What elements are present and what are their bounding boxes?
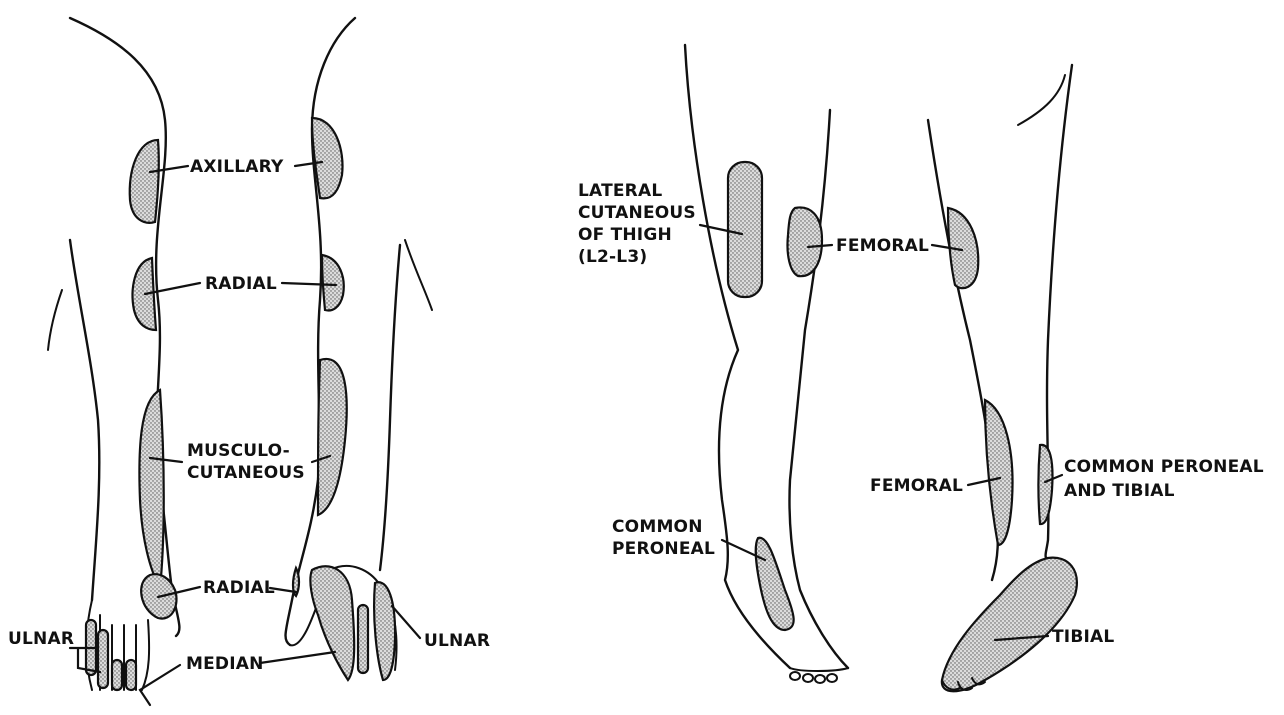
left-finger-zone-3 bbox=[112, 660, 122, 690]
label-peroneal-tibial-1: COMMON PERONEAL bbox=[1064, 457, 1264, 477]
label-lateral-1: LATERAL bbox=[578, 181, 662, 201]
label-femoral-thigh: FEMORAL bbox=[836, 236, 929, 256]
musculocutaneous-zone-right bbox=[318, 359, 347, 515]
label-lateral-3: OF THIGH bbox=[578, 225, 672, 245]
label-musculocutaneous-1: MUSCULO- bbox=[187, 441, 290, 461]
label-lateral-4: (L2-L3) bbox=[578, 247, 647, 267]
label-lateral-2: CUTANEOUS bbox=[578, 203, 696, 223]
left-toe-4 bbox=[827, 674, 837, 682]
label-axillary: AXILLARY bbox=[190, 157, 284, 177]
label-radial-upper: RADIAL bbox=[205, 274, 277, 294]
lower-limb-figure: LATERAL CUTANEOUS OF THIGH (L2-L3) FEMOR… bbox=[578, 45, 1264, 691]
left-foot bbox=[790, 668, 848, 671]
label-ulnar-left: ULNAR bbox=[8, 629, 74, 649]
label-radial-hand: RADIAL bbox=[203, 578, 275, 598]
radial-zone-right bbox=[322, 255, 344, 310]
median-finger-zone bbox=[358, 605, 368, 673]
common-peroneal-zone bbox=[756, 538, 794, 630]
axillary-zone-left bbox=[130, 140, 159, 223]
common-peroneal-tibial-zone bbox=[1039, 445, 1053, 524]
median-leader-right bbox=[260, 652, 335, 663]
femoral-leg-zone bbox=[985, 400, 1013, 545]
left-trunk-line bbox=[48, 290, 62, 350]
left-toe-2 bbox=[803, 674, 813, 682]
musculocutaneous-zone-left bbox=[139, 390, 163, 588]
label-femoral-leg: FEMORAL bbox=[870, 476, 963, 496]
femoral-thigh-zone-left bbox=[787, 207, 822, 276]
median-leader-left bbox=[140, 665, 180, 705]
right-arm-outline-outer bbox=[380, 245, 400, 570]
right-leg-outline-inner bbox=[928, 120, 998, 580]
label-common-peroneal-2: PERONEAL bbox=[612, 539, 715, 559]
median-zone-right bbox=[310, 566, 354, 680]
label-median: MEDIAN bbox=[186, 654, 264, 674]
label-common-peroneal-1: COMMON bbox=[612, 517, 703, 537]
label-peroneal-tibial-2: AND TIBIAL bbox=[1064, 481, 1175, 501]
label-musculocutaneous-2: CUTANEOUS bbox=[187, 463, 305, 483]
left-toe-3 bbox=[815, 675, 825, 683]
left-finger-zone-4 bbox=[126, 660, 136, 690]
left-finger-zone-2 bbox=[98, 630, 108, 688]
left-leg-outline-inner bbox=[789, 110, 848, 668]
right-arm-outline bbox=[286, 18, 355, 645]
tibial-zone bbox=[942, 558, 1077, 692]
left-arm-outline-inner bbox=[70, 240, 99, 600]
upper-limb-figure: AXILLARY RADIAL MUSCULO- CUTANEOUS RADIA… bbox=[8, 18, 490, 705]
left-toe-1 bbox=[790, 672, 800, 680]
label-tibial: TIBIAL bbox=[1052, 627, 1114, 647]
ulnar-zone-right bbox=[374, 582, 395, 680]
lateral-cutaneous-zone bbox=[728, 162, 762, 297]
right-trunk-line bbox=[405, 240, 432, 310]
label-ulnar-right: ULNAR bbox=[424, 631, 490, 651]
right-hip-line bbox=[1018, 75, 1065, 125]
